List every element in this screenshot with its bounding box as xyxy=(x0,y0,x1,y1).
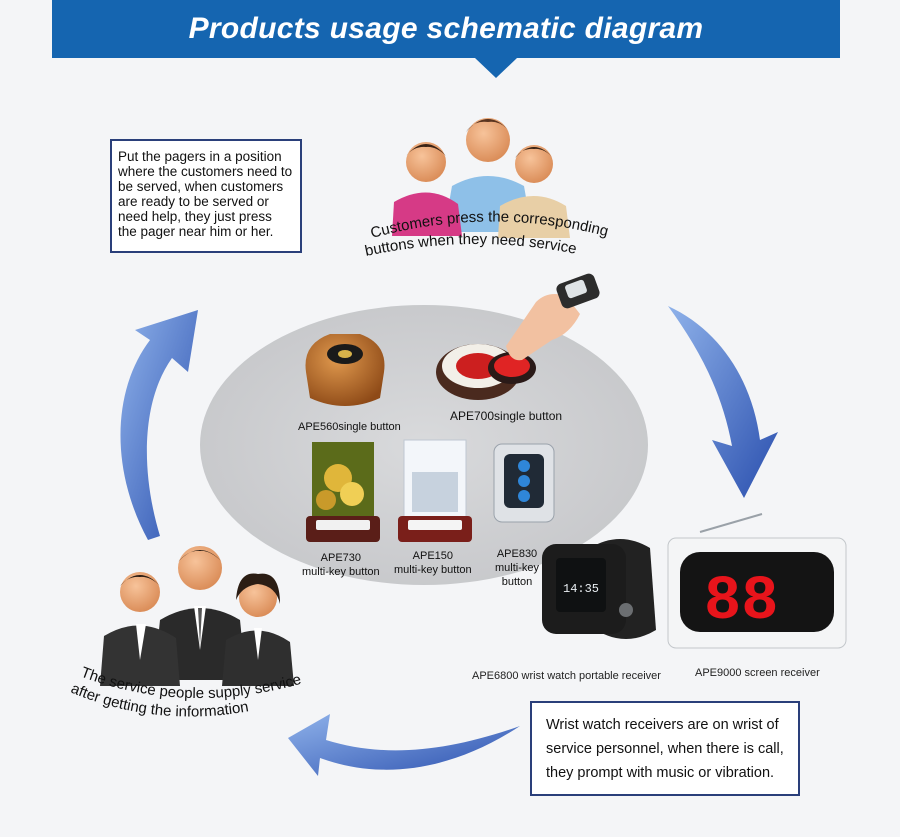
ape560-label: APE560single button xyxy=(298,421,401,433)
placement-info-note: Put the pagers in a position where the c… xyxy=(110,139,302,253)
screen-receiver-label: APE9000 screen receiver xyxy=(695,667,820,679)
title-banner: Products usage schematic diagram xyxy=(52,0,840,78)
screen-digits-text: 88 xyxy=(704,566,778,637)
screen-receiver-image: 88 xyxy=(667,513,847,649)
customers-illustration xyxy=(392,118,570,238)
ape700-button-image xyxy=(436,344,536,400)
page-title: Products usage schematic diagram xyxy=(188,12,704,45)
arrow-up-left xyxy=(120,310,198,540)
ape830-button-image xyxy=(493,443,555,523)
arrow-left-bottom xyxy=(288,714,520,776)
watch-time-text: 14:35 xyxy=(563,582,599,596)
ape730-label: APE730 multi-key button xyxy=(302,552,380,578)
ape830-label: APE830 multi-key button xyxy=(494,548,539,588)
service-people-illustration xyxy=(100,546,294,686)
arrow-down-right xyxy=(668,306,778,498)
ape560-button-image xyxy=(305,334,385,406)
watch-receiver-label: APE6800 wrist watch portable receiver xyxy=(472,670,661,682)
watch-info-note: Wrist watch receivers are on wrist of se… xyxy=(530,701,800,796)
ape700-label: APE700single button xyxy=(450,409,563,423)
wrist-watch-receiver-image: 14:35 xyxy=(542,539,656,639)
pressing-hand-image xyxy=(506,273,600,361)
ape150-stand-image xyxy=(398,439,472,542)
ape150-label: APE150 multi-key button xyxy=(394,550,472,576)
ape730-stand-image xyxy=(306,442,380,542)
